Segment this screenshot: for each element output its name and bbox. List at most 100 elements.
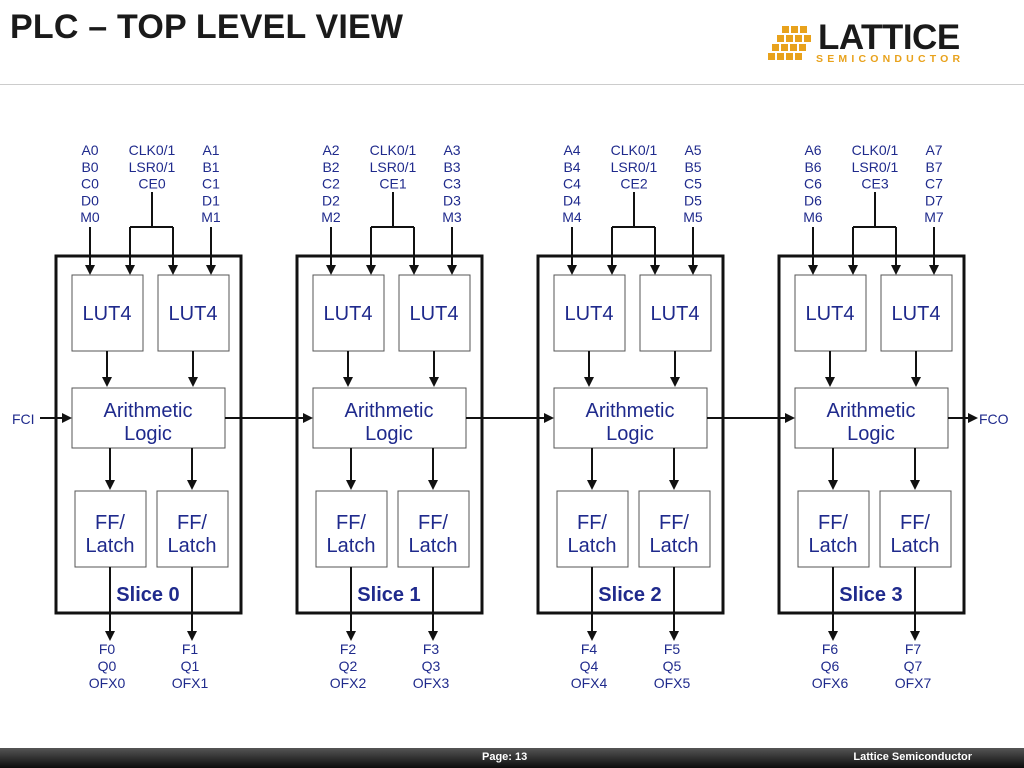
slice-3-name-line: Slice 3: [839, 584, 902, 606]
slice-2-name-bg: [595, 584, 665, 606]
slice-0-arrow-lut-left: [102, 377, 112, 387]
slice-2-arrow-a-left: [567, 265, 577, 275]
slice-2-inputs-left-line: B4: [563, 159, 580, 175]
slice-2-arrow-a-right: [688, 265, 698, 275]
slice-1-ff-right-label-line: Latch: [409, 535, 458, 557]
slice-3-lut-right-label: LUT4: [892, 303, 941, 325]
slice-1-inputs-left-line: C2: [322, 176, 340, 192]
slice-1-inputs-right-line: B3: [443, 159, 460, 175]
slice-3-arrow-lut-right: [911, 377, 921, 387]
slice-2-ff-left-label-line: FF/: [577, 512, 607, 534]
slice-3-inputs-center-line: LSR0/1: [852, 159, 899, 175]
slice-1-lut-right-label-line: LUT4: [410, 303, 459, 325]
slice-0-outputs-right-line: Q1: [181, 658, 200, 674]
slice-3-outputs-right-line: Q7: [904, 658, 923, 674]
slice-2-arrow-clk-right: [650, 265, 660, 275]
page-number: Page: 13: [482, 751, 528, 763]
fco-label: FCO: [979, 411, 1009, 427]
slice-3-inputs-left-line: B6: [804, 159, 821, 175]
slice-1-ff-left-label: FF/Latch: [327, 512, 376, 557]
slice-0-ff-left-label: FF/Latch: [86, 512, 135, 557]
slice-3-ff-right-label-line: Latch: [891, 535, 940, 557]
fci-arrow: [62, 413, 72, 423]
slice-0-ff-right: [156, 490, 229, 568]
slice-3-ff-left-label-line: Latch: [809, 535, 858, 557]
slice-1-inputs-right-line: C3: [443, 176, 461, 192]
slice-2-outputs-left-line: OFX4: [571, 675, 608, 691]
slice-1-arrow-out-left: [346, 631, 356, 641]
slice-3-ff-right: [879, 490, 952, 568]
slice-3-ff-left-label-line: FF/: [818, 512, 848, 534]
slice-0-inputs-left-line: A0: [81, 142, 98, 158]
logo-subtitle: SEMICONDUCTOR: [816, 53, 965, 65]
slice-0-arrow-clk-left: [125, 265, 135, 275]
slice-1-lut-left: [312, 274, 385, 352]
slice-1-arrow-clk-left: [366, 265, 376, 275]
slice-0-lut-right-label: LUT4: [169, 303, 218, 325]
slice-2-name: Slice 2: [598, 584, 661, 606]
slice-2-inputs-center-line: CLK0/1: [611, 142, 658, 158]
slice-1-lut-left-label: LUT4: [324, 303, 373, 325]
slice-1-lut-right-label: LUT4: [410, 303, 459, 325]
slice-1-inputs-center-line: CE1: [379, 176, 406, 192]
slice-2-lut-right: [639, 274, 712, 352]
slice-0-outputs-left-line: F0: [99, 641, 116, 657]
slice-1-outputs-right-line: Q3: [422, 658, 441, 674]
slice-0-arrow-a-left: [85, 265, 95, 275]
slice-1-arrow-arith-right: [428, 480, 438, 490]
slice-3-outputs-right-line: F7: [905, 641, 922, 657]
slice-0-lut-right-label-line: LUT4: [169, 303, 218, 325]
slice-2-arrow-arith-left: [587, 480, 597, 490]
footer-bar: Page: 13 Lattice Semiconductor: [0, 748, 1024, 768]
slice-1-arrow-lut-right: [429, 377, 439, 387]
slice-1-inputs-left-line: A2: [322, 142, 339, 158]
slice-3-lut-right-label-line: LUT4: [892, 303, 941, 325]
slice-0-arrow-a-right: [206, 265, 216, 275]
slice-0-name-bg: [113, 584, 183, 606]
carry-arrow-0-1: [303, 413, 313, 423]
slice-3-inputs-right-line: D7: [925, 192, 943, 208]
slice-1-ff-left-label-line: FF/: [336, 512, 366, 534]
slice-3-lut-left-label-line: LUT4: [806, 303, 855, 325]
footer-company: Lattice Semiconductor: [853, 751, 972, 763]
slice-1-inputs-center-line: CLK0/1: [370, 142, 417, 158]
slice-0-arrow-lut-right: [188, 377, 198, 387]
slice-2-lut-left: [553, 274, 626, 352]
slice-3-inputs-center-line: CE3: [861, 176, 888, 192]
slice-3-ff-left-label: FF/Latch: [809, 512, 858, 557]
slice-1-outputs-right-line: F3: [423, 641, 440, 657]
slice-1-ff-right: [397, 490, 470, 568]
slice-3-inputs-center-line: CLK0/1: [852, 142, 899, 158]
slice-0-arithmetic-logic-label-line: Arithmetic: [104, 400, 193, 422]
slice-1-name-line: Slice 1: [357, 584, 420, 606]
slice-3-name: Slice 3: [839, 584, 902, 606]
slice-0-inputs-center-line: LSR0/1: [129, 159, 176, 175]
slice-3-arrow-arith-right: [910, 480, 920, 490]
slice-3-inputs-left-line: M6: [803, 209, 823, 225]
slice-3-ff-right-label-line: FF/: [900, 512, 930, 534]
slice-0-inputs-right-line: D1: [202, 192, 220, 208]
lattice-logo: LATTICE SEMICONDUCTOR: [768, 18, 1003, 66]
slice-0-outputs-right-line: OFX1: [172, 675, 209, 691]
slice-2-arithmetic-logic-label-line: Arithmetic: [586, 400, 675, 422]
slice-2-lut-right-label-line: LUT4: [651, 303, 700, 325]
slice-3-outputs-left-line: OFX6: [812, 675, 849, 691]
slice-2-ff-left-label: FF/Latch: [568, 512, 617, 557]
slice-1-outputs-left-line: OFX2: [330, 675, 367, 691]
fco-label-line: FCO: [979, 411, 1009, 427]
slice-2-lut-right-label: LUT4: [651, 303, 700, 325]
slice-2-inputs-right-line: B5: [684, 159, 701, 175]
slice-3-arrow-a-right: [929, 265, 939, 275]
slice-0-name-line: Slice 0: [116, 584, 179, 606]
slice-0-inputs-right-line: A1: [202, 142, 219, 158]
